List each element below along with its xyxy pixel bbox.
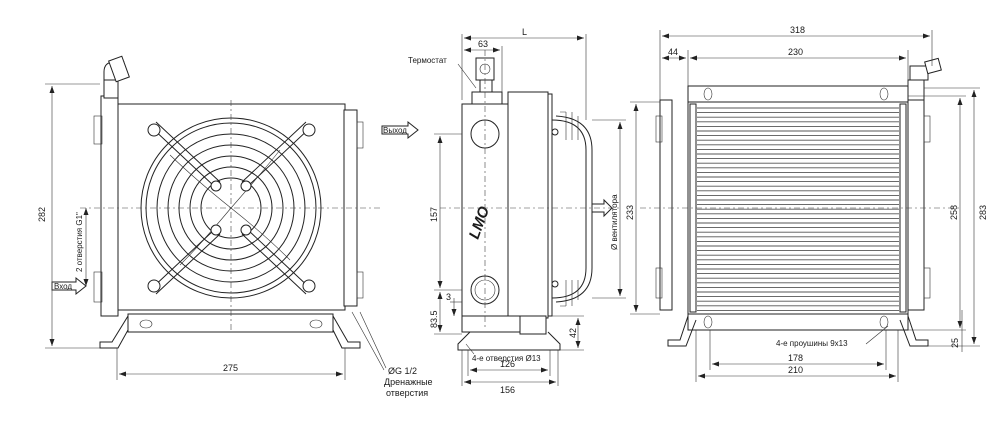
rear-dim-44: 44 <box>668 47 678 57</box>
side-dim-83-5: 83.5 <box>429 310 439 328</box>
rear-dim-210: 210 <box>788 365 803 375</box>
front-label-drain-1: Дренажные <box>384 377 433 387</box>
side-dim-63: 63 <box>478 39 488 49</box>
front-label-drain-2: отверстия <box>386 388 428 398</box>
side-label-thermostat: Термостат <box>408 56 447 65</box>
rear-label-slots: 4-е проушины 9x13 <box>776 339 848 348</box>
rear-dim-233: 233 <box>625 205 635 220</box>
rear-core-fins <box>697 107 899 311</box>
side-dim-126: 126 <box>500 359 515 369</box>
rear-dim-258: 258 <box>949 205 959 220</box>
side-dim-42: 42 <box>568 328 578 338</box>
rear-dim-178: 178 <box>788 353 803 363</box>
airflow-arrow-icon <box>591 198 613 218</box>
side-label-holes: 4-е отверстия Ø13 <box>472 354 541 363</box>
rear-dim-230: 230 <box>788 47 803 57</box>
side-dim-156: 156 <box>500 385 515 395</box>
front-dim-height: 282 <box>37 207 47 222</box>
side-dim-L: L <box>522 27 527 37</box>
side-label-fan-diameter: Ø вентилятора <box>610 194 619 250</box>
front-view <box>45 55 419 380</box>
rear-dim-283: 283 <box>978 205 988 220</box>
front-label-inlet: Вход <box>54 282 72 291</box>
front-label-outlet: Выход <box>383 126 407 135</box>
outlet-arrow-icon <box>381 120 419 140</box>
front-label-drain-size: ØG 1/2 <box>388 366 417 376</box>
side-dim-157: 157 <box>429 207 439 222</box>
rear-dim-318: 318 <box>790 25 805 35</box>
rear-view <box>630 30 980 382</box>
front-label-ports: 2 отверстия G1" <box>75 212 84 272</box>
rear-dim-25: 25 <box>950 338 960 348</box>
side-view: LMO <box>434 34 626 386</box>
front-left-header <box>100 95 119 317</box>
inlet-arrow-icon <box>51 276 87 296</box>
side-dim-3: 3 <box>446 292 451 302</box>
front-dim-width: 275 <box>223 363 238 373</box>
